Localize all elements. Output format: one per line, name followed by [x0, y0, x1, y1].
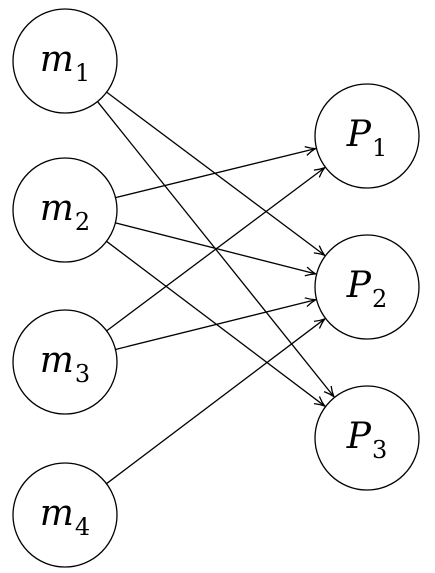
- arrow-line: [115, 222, 315, 274]
- node-m3: m3: [12, 309, 118, 415]
- node-label: m3: [40, 340, 90, 388]
- node-P2: P2: [314, 234, 420, 340]
- node-label-main: P: [346, 114, 372, 155]
- arrow-line: [106, 168, 325, 332]
- arrow-line: [106, 319, 325, 485]
- node-label-subscript: 4: [75, 513, 90, 541]
- edge-m3-to-P2: [115, 300, 315, 351]
- edge-m2-to-P3: [106, 240, 325, 406]
- node-m1: m1: [12, 8, 118, 114]
- node-circle: [12, 157, 118, 263]
- arrow-line: [115, 149, 316, 199]
- node-label-subscript: 2: [372, 285, 387, 313]
- node-label: m2: [40, 188, 90, 236]
- node-label: m4: [40, 493, 90, 541]
- edge-m2-to-P2: [115, 222, 315, 274]
- node-label-subscript: 1: [75, 59, 90, 87]
- node-label: m1: [40, 39, 90, 87]
- node-label-subscript: 3: [372, 436, 387, 464]
- node-label-main: m: [40, 340, 74, 381]
- node-m2: m2: [12, 157, 118, 263]
- arrow-line: [115, 300, 315, 351]
- node-m4: m4: [12, 462, 118, 568]
- node-circle: [314, 234, 420, 340]
- node-label-main: P: [346, 416, 372, 457]
- node-label-main: P: [346, 265, 372, 306]
- edges-layer: [97, 91, 334, 485]
- node-P3: P3: [314, 385, 420, 491]
- edge-m4-to-P2: [106, 319, 325, 485]
- node-circle: [12, 462, 118, 568]
- node-label: P3: [346, 416, 388, 464]
- node-circle: [12, 309, 118, 415]
- arrow-line: [106, 240, 325, 406]
- node-circle: [314, 83, 420, 189]
- node-circle: [314, 385, 420, 491]
- node-label-main: m: [40, 493, 74, 534]
- edge-m3-to-P1: [106, 168, 325, 332]
- node-circle: [12, 8, 118, 114]
- node-label-main: m: [40, 39, 74, 80]
- node-label: P2: [346, 265, 388, 313]
- node-label: P1: [346, 114, 388, 162]
- node-label-subscript: 3: [75, 360, 90, 388]
- node-P1: P1: [314, 83, 420, 189]
- node-label-subscript: 1: [372, 134, 387, 162]
- node-label-subscript: 2: [75, 208, 90, 236]
- edge-m2-to-P1: [115, 149, 316, 199]
- node-label-main: m: [40, 188, 74, 229]
